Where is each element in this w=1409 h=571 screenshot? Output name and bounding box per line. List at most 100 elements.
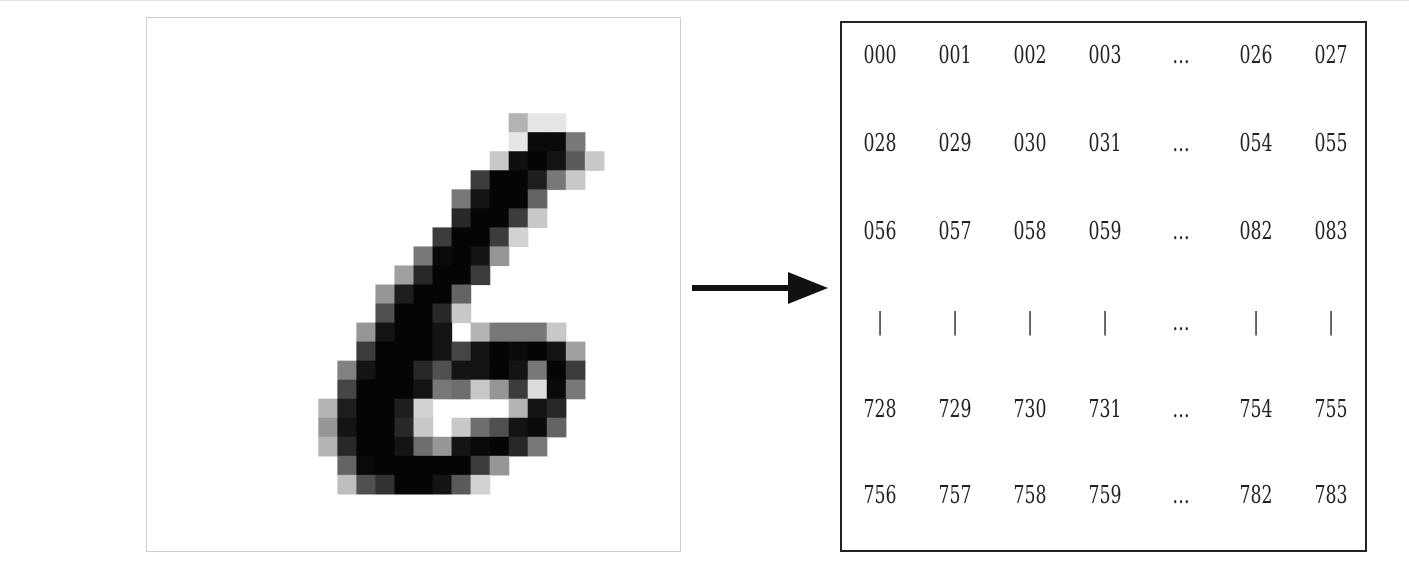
digit-pixel xyxy=(508,208,529,228)
digit-pixel xyxy=(394,455,415,476)
digit-pixel xyxy=(394,474,415,495)
grid-cell: 026 xyxy=(1239,41,1273,69)
digit-pixel xyxy=(432,360,453,381)
digit-pixel xyxy=(413,341,434,362)
digit-pixel xyxy=(470,436,491,457)
digit-pixel xyxy=(565,151,586,171)
top-divider xyxy=(0,0,1409,1)
grid-cell: 755 xyxy=(1314,395,1348,423)
digit-pixel xyxy=(432,436,453,457)
digit-pixel xyxy=(489,322,510,343)
digit-pixel xyxy=(546,170,567,190)
digit-pixel xyxy=(356,436,377,457)
digit-pixel xyxy=(375,436,396,457)
digit-pixel xyxy=(565,132,586,152)
digit-pixel xyxy=(413,265,434,286)
digit-pixel xyxy=(451,265,472,286)
digit-pixel xyxy=(394,398,415,419)
grid-cell: … xyxy=(1172,395,1190,423)
digit-pixel xyxy=(546,341,567,362)
digit-pixel xyxy=(527,436,548,457)
grid-cell: 082 xyxy=(1239,217,1273,245)
digit-pixel xyxy=(356,360,377,381)
digit-pixel xyxy=(565,360,586,381)
digit-pixel xyxy=(413,360,434,381)
digit-pixel xyxy=(375,284,396,305)
digit-pixel xyxy=(508,398,529,419)
digit-pixel xyxy=(508,113,529,133)
digit-pixel xyxy=(489,170,510,190)
grid-cell: 757 xyxy=(938,481,972,509)
digit-pixel xyxy=(489,189,510,209)
digit-pixel xyxy=(546,113,567,133)
digit-pixel-image xyxy=(318,113,605,495)
grid-cell: 000 xyxy=(863,41,897,69)
digit-pixel xyxy=(527,132,548,152)
digit-pixel xyxy=(432,379,453,400)
digit-pixel xyxy=(337,455,357,476)
digit-pixel xyxy=(375,379,396,400)
digit-pixel xyxy=(584,151,605,171)
digit-pixel xyxy=(508,322,529,343)
grid-cell: … xyxy=(1172,481,1190,509)
digit-pixel xyxy=(527,189,548,209)
grid-cell: 031 xyxy=(1088,129,1122,157)
digit-pixel xyxy=(565,379,586,400)
grid-cell: 057 xyxy=(938,217,972,245)
digit-pixel xyxy=(451,246,472,267)
grid-cell: 058 xyxy=(1013,217,1047,245)
digit-pixel xyxy=(470,265,491,286)
digit-pixel xyxy=(337,474,357,495)
digit-pixel xyxy=(337,360,357,381)
grid-cell: | xyxy=(877,308,883,336)
grid-cell: | xyxy=(952,308,958,336)
digit-pixel xyxy=(337,398,357,419)
grid-cell: 783 xyxy=(1314,481,1348,509)
digit-pixel xyxy=(470,379,491,400)
digit-pixel xyxy=(470,322,491,343)
digit-pixel xyxy=(451,379,472,400)
digit-pixel xyxy=(451,417,472,438)
digit-pixel xyxy=(527,151,548,171)
digit-pixel xyxy=(527,170,548,190)
grid-cell: 728 xyxy=(863,395,897,423)
digit-pixel xyxy=(451,474,472,495)
digit-pixel xyxy=(451,208,472,228)
digit-pixel xyxy=(527,360,548,381)
digit-pixel xyxy=(356,455,377,476)
digit-pixel xyxy=(527,341,548,362)
digit-pixel xyxy=(375,455,396,476)
grid-cell: | xyxy=(1102,308,1108,336)
digit-pixel xyxy=(527,379,548,400)
digit-pixel xyxy=(432,322,453,343)
digit-pixel xyxy=(413,455,434,476)
digit-pixel xyxy=(394,303,415,324)
digit-pixel xyxy=(546,379,567,400)
grid-cell: 029 xyxy=(938,129,972,157)
digit-pixel xyxy=(451,189,472,209)
grid-cell: 056 xyxy=(863,217,897,245)
digit-pixel xyxy=(318,436,338,457)
grid-cell: 003 xyxy=(1088,41,1122,69)
digit-pixel xyxy=(508,360,529,381)
digit-pixel xyxy=(470,208,491,228)
digit-pixel xyxy=(546,417,567,438)
digit-image-panel xyxy=(146,17,681,552)
grid-cell: 027 xyxy=(1314,41,1348,69)
right-arrow-icon xyxy=(692,272,828,304)
digit-pixel xyxy=(375,322,396,343)
grid-cell: … xyxy=(1172,217,1190,245)
digit-pixel xyxy=(470,227,491,248)
grid-cell: | xyxy=(1027,308,1033,336)
grid-cell: 731 xyxy=(1088,395,1122,423)
digit-pixel xyxy=(527,208,548,228)
digit-pixel xyxy=(413,246,434,267)
digit-pixel xyxy=(432,341,453,362)
digit-pixel xyxy=(470,189,491,209)
digit-pixel xyxy=(413,474,434,495)
digit-pixel xyxy=(432,284,453,305)
digit-pixel xyxy=(413,379,434,400)
digit-pixel xyxy=(451,436,472,457)
grid-cell: 001 xyxy=(938,41,972,69)
